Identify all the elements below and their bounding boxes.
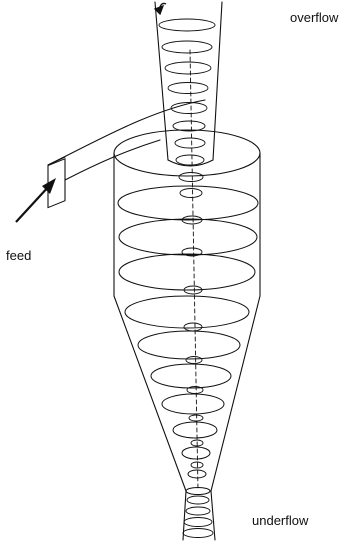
cylinder-top-rim: [114, 130, 260, 176]
cyclone-body: [48, 2, 260, 540]
inner-coil: [180, 189, 202, 198]
underflow-coil: [187, 496, 209, 504]
inner-coil: [191, 462, 203, 468]
inner-coil: [179, 173, 203, 182]
feed-duct-top-edge: [48, 157, 65, 165]
cone-right-wall: [211, 296, 260, 491]
outer-coil: [119, 219, 257, 255]
inner-coil: [165, 62, 211, 74]
outer-coil: [138, 331, 240, 359]
underflow-label: underflow: [252, 513, 309, 528]
outer-vortex-spiral: [118, 186, 258, 478]
feed-duct-inner-wall: [65, 140, 160, 180]
inner-coil: [159, 19, 215, 31]
inner-coil: [176, 155, 204, 165]
underflow-spiral: [183, 496, 213, 538]
air-core-axis: [190, 50, 198, 490]
inner-coil: [175, 138, 205, 148]
underflow-coil: [186, 507, 210, 515]
inner-coil: [189, 415, 203, 421]
outer-coil: [125, 296, 249, 328]
outer-coil: [151, 364, 231, 388]
inner-vortex-spiral: [159, 19, 215, 468]
rotation-arrow-icon: [155, 3, 166, 14]
outer-coil: [188, 470, 206, 478]
feed-duct-outer-wall: [48, 100, 205, 165]
underflow-coil: [183, 529, 213, 538]
overflow-label: overflow: [290, 10, 339, 25]
inner-coil: [168, 83, 208, 94]
underflow-coil: [184, 518, 212, 527]
apex-outlet: [186, 488, 210, 495]
outer-coil: [173, 422, 217, 438]
vortex-finder-left-wall: [155, 2, 168, 160]
outer-coil: [182, 447, 210, 459]
inner-coil: [184, 323, 202, 331]
inner-coil: [186, 357, 202, 364]
feed-arrow-icon: [16, 178, 56, 222]
outer-coil: [119, 254, 255, 290]
outer-coil: [118, 186, 258, 220]
feed-label: feed: [6, 248, 31, 263]
inner-coil: [162, 41, 212, 53]
inner-coil: [171, 103, 207, 114]
outer-coil: [162, 394, 224, 414]
